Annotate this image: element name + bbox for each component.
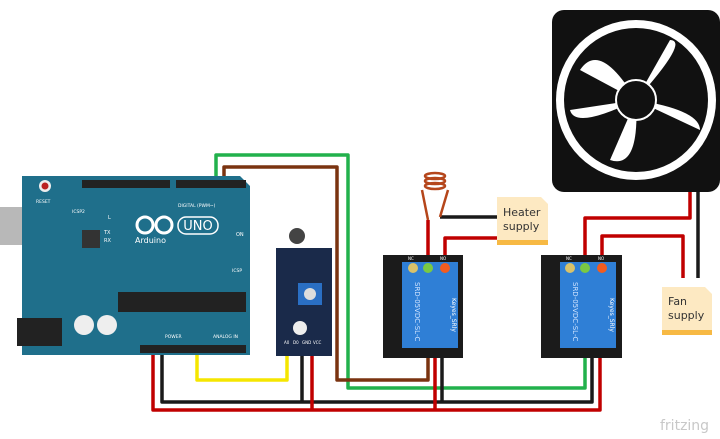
arduino-brand: Arduino: [135, 236, 166, 245]
relay2-brand: Keyes_SRly: [608, 298, 615, 332]
relay2-no: NO: [598, 256, 604, 261]
relay1-no: NO: [440, 256, 446, 261]
pin-vcc-label: VCC: [313, 340, 322, 345]
fan-note-line2: supply: [668, 309, 705, 322]
wire-fan-no: [600, 234, 685, 278]
wire-green: [214, 153, 587, 390]
heater-note-line2: supply: [503, 220, 540, 233]
fan: [552, 10, 720, 192]
relay1-brand: Keyes_SRly: [450, 298, 457, 332]
icsp-label: ICSP: [232, 268, 242, 274]
led-l-label: L: [108, 215, 111, 221]
relay-module-1: SRD-05VDC-SL-C Keyes_SRly NC NO: [383, 255, 463, 358]
arduino-uno: UNO Arduino RESET ICSP2 DIGITAL (PWM~) P…: [0, 176, 250, 355]
icsp2-label: ICSP2: [72, 209, 85, 215]
relay1-model: SRD-05VDC-SL-C: [413, 282, 421, 341]
relay1-nc: NC: [408, 256, 414, 261]
analog-label: ANALOG IN: [213, 334, 238, 340]
heater-supply-note: Heater supply: [497, 197, 548, 245]
fan-supply-note: Fan supply: [662, 287, 712, 335]
relay2-nc: NC: [566, 256, 572, 261]
reset-label: RESET: [36, 199, 51, 205]
uno-logo: UNO: [183, 219, 212, 234]
wire-fan-com: [583, 190, 692, 268]
led-on-label: ON: [236, 232, 244, 238]
led-tx-label: TX: [103, 230, 111, 236]
wire-brown: [222, 165, 430, 382]
temperature-sensor-module: A0 D0 GND VCC: [276, 228, 332, 356]
fritzing-watermark: fritzing: [660, 418, 709, 434]
pin-d0-label: D0: [293, 340, 299, 345]
fan-note-line1: Fan: [668, 295, 687, 308]
pin-gnd-label: GND: [302, 340, 311, 345]
led-rx-label: RX: [104, 238, 111, 244]
wire-yellow: [195, 340, 289, 382]
relay2-model: SRD-05VDC-SL-C: [571, 282, 579, 341]
power-label: POWER: [165, 334, 182, 340]
wire-5v: [151, 340, 602, 412]
heater-note-line1: Heater: [503, 206, 541, 219]
relay-module-2: SRD-05VDC-SL-C Keyes_SRly NC NO: [541, 255, 622, 358]
wire-gnd: [160, 340, 594, 404]
pin-a0-label: A0: [284, 340, 290, 345]
heater-coil: [420, 171, 450, 221]
digital-label: DIGITAL (PWM~): [178, 203, 216, 209]
